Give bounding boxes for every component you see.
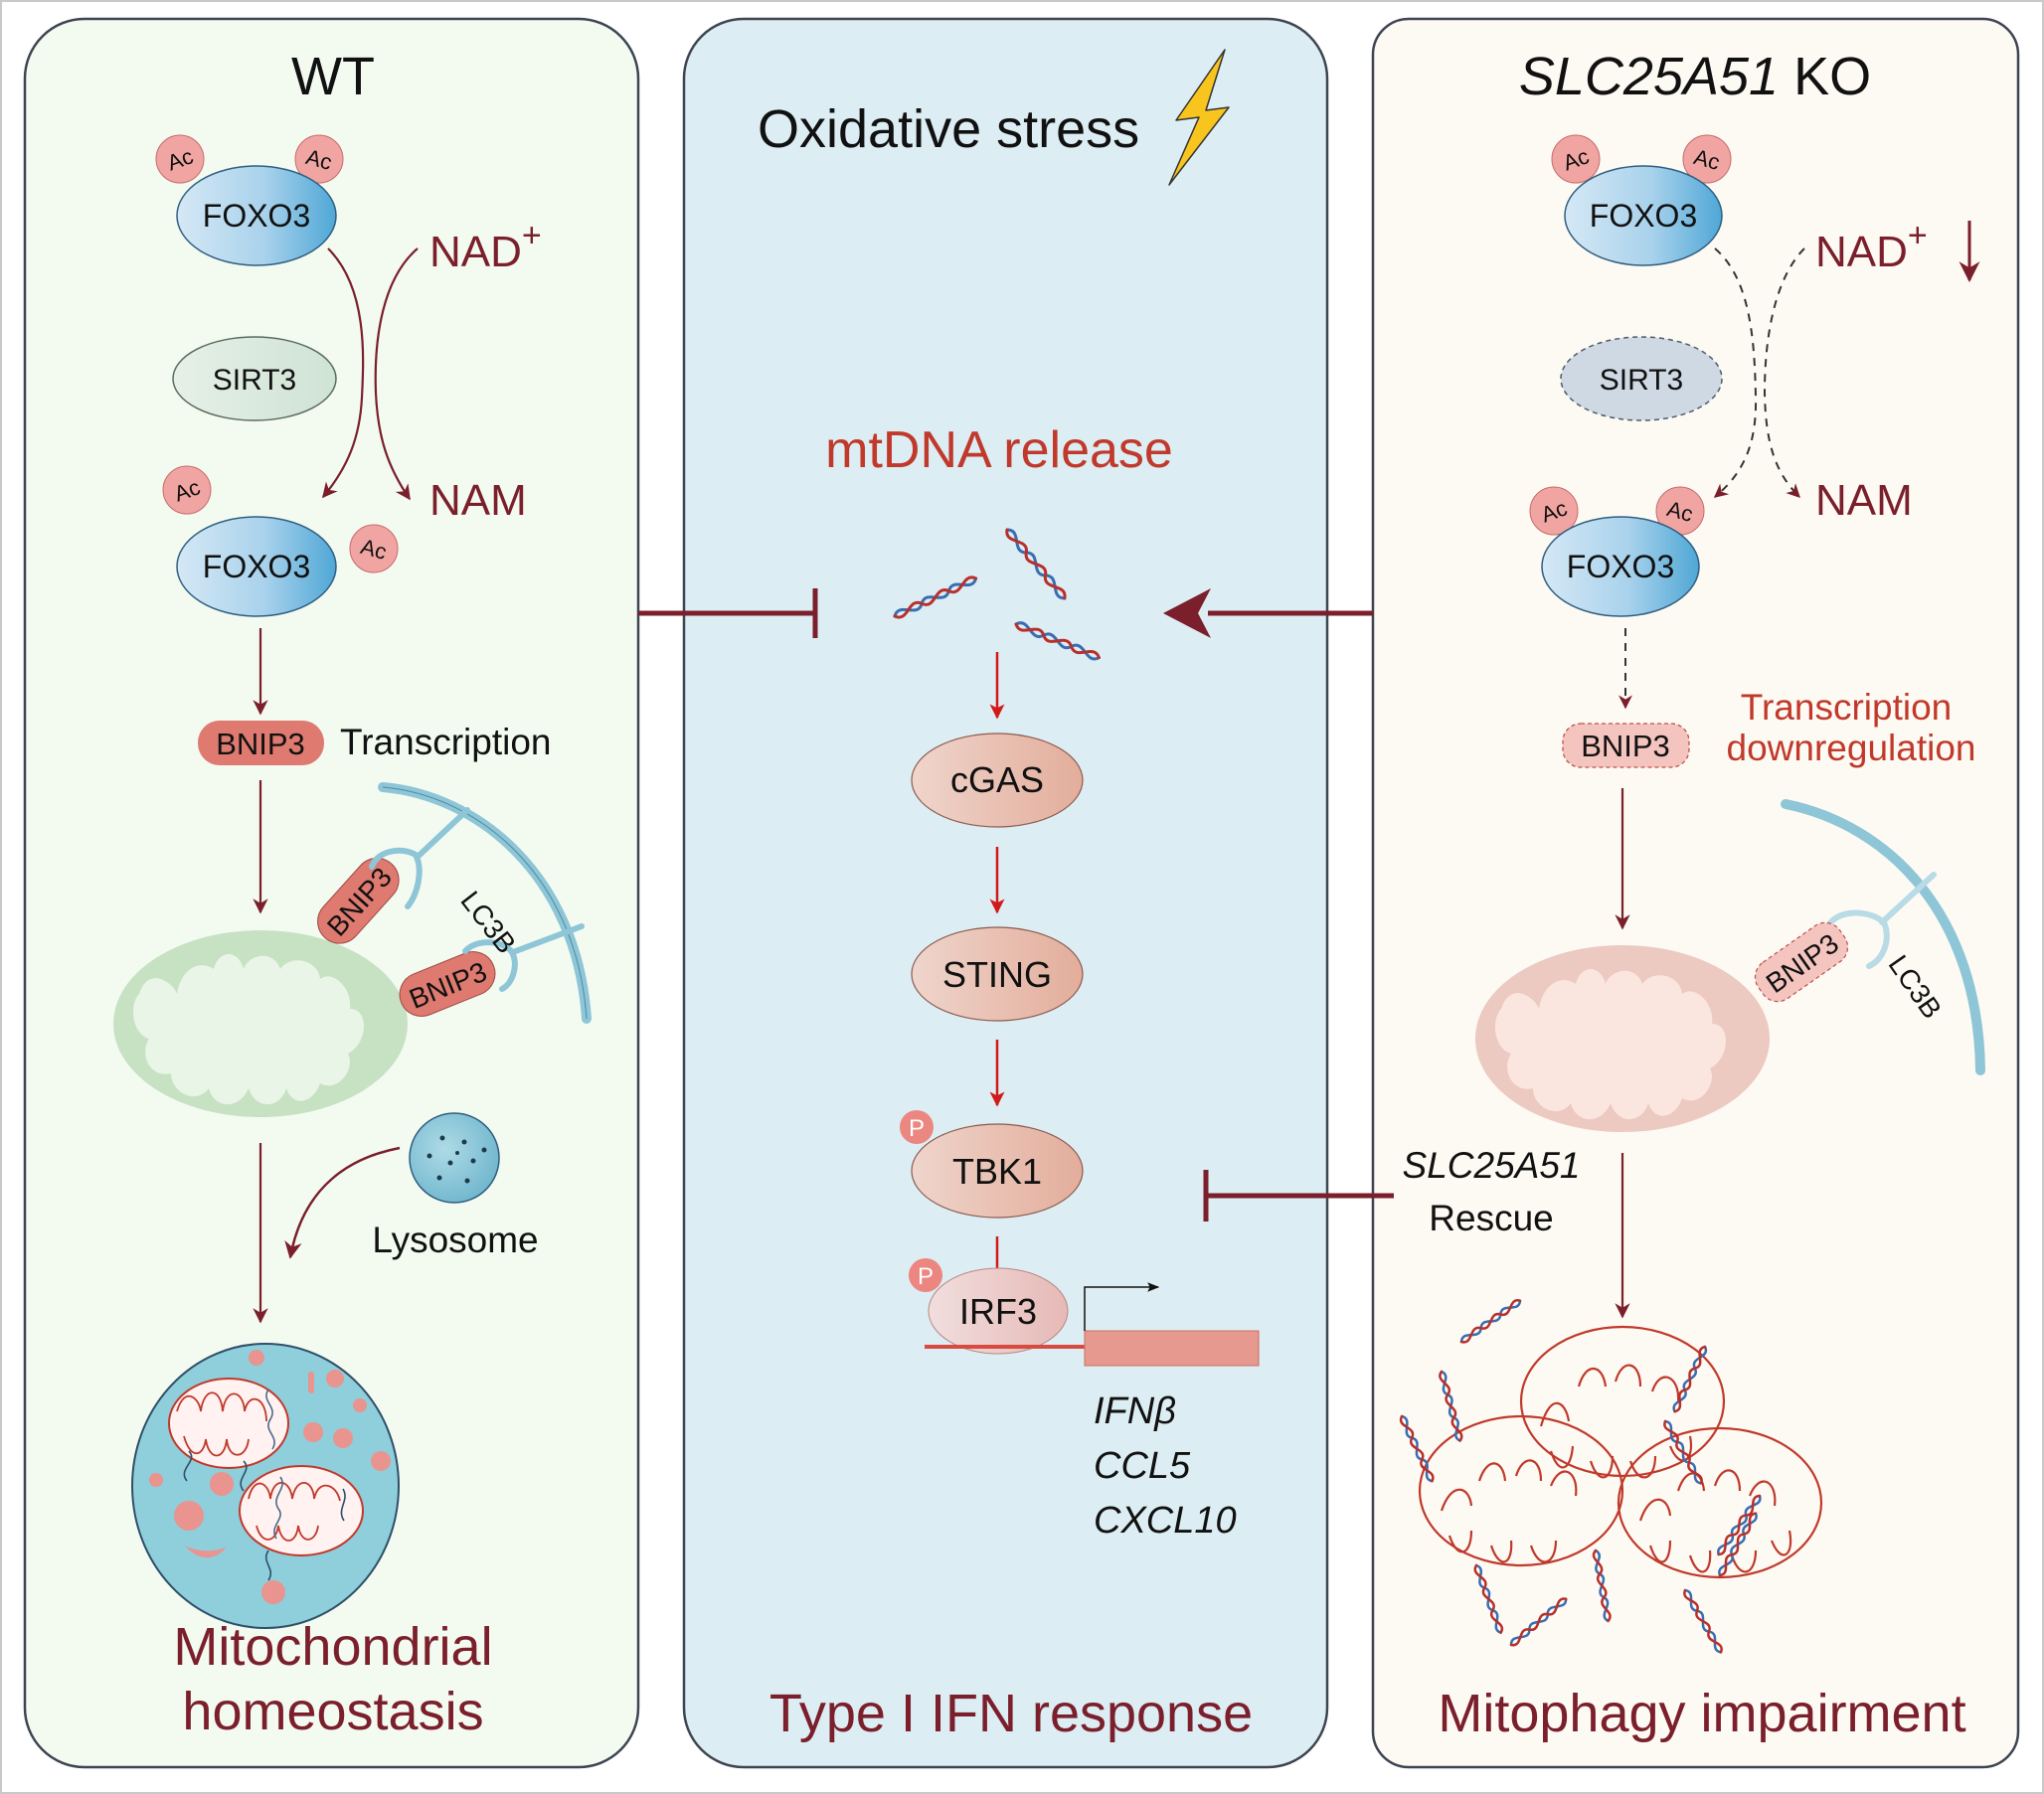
acetyl-badge xyxy=(155,134,205,184)
wt-bnip3-gene: BNIP3 xyxy=(198,721,324,765)
ko-title: SLC25A51 KO xyxy=(1519,47,1871,106)
ko-transcription-label: Transcription xyxy=(1741,687,1952,728)
ko-outcome: Mitophagy impairment xyxy=(1438,1684,1965,1743)
svg-text:TBK1: TBK1 xyxy=(952,1151,1042,1192)
ko-panel xyxy=(1371,17,2020,1769)
wt-nam: NAM xyxy=(429,476,527,525)
ko-downregulation-label: downregulation xyxy=(1727,728,1976,768)
lysosome-label: Lysosome xyxy=(372,1220,538,1260)
ko-foxo3-bottom: Ac Ac FOXO3 xyxy=(1529,486,1705,617)
wt-inhibits-mtdna xyxy=(638,588,818,638)
mtdna-fragments-icon xyxy=(893,528,1101,661)
acetyl-badge xyxy=(1682,134,1732,184)
acetyl-badge xyxy=(349,524,399,573)
svg-text:STING: STING xyxy=(942,954,1052,995)
nad-consumption-arrow xyxy=(374,247,419,501)
phospho-label: P xyxy=(909,1115,925,1142)
lysosome-fusion-arrow xyxy=(284,1146,401,1259)
ko-bnip3-gene: BNIP3 xyxy=(1562,723,1690,768)
wt-sirt3: SIRT3 xyxy=(172,336,337,421)
middle-panel xyxy=(682,17,1329,1769)
bnip3-label: BNIP3 xyxy=(216,727,305,761)
rescue-inhibits-tbk1 xyxy=(1203,1170,1394,1222)
svg-text:cGAS: cGAS xyxy=(950,759,1044,800)
ko-mitochondrion xyxy=(1475,945,1770,1132)
foxo3-label: FOXO3 xyxy=(203,549,310,584)
phospho-badge xyxy=(900,1110,934,1144)
rescue-gene-label: SLC25A51 xyxy=(1403,1145,1581,1186)
deacetylation-arrow xyxy=(322,247,365,499)
sting-node: STING xyxy=(911,926,1084,1022)
sirt3-label: SIRT3 xyxy=(213,364,296,397)
wt-foxo3-top: Ac Ac FOXO3 xyxy=(155,134,344,266)
gene-ifnb: IFNβ xyxy=(1094,1390,1176,1432)
acetyl-badge xyxy=(1529,486,1579,536)
wt-mitochondrion xyxy=(113,930,408,1117)
wt-nad: NAD+ xyxy=(429,217,542,276)
cgas-node: cGAS xyxy=(911,733,1084,828)
irf3-node: P IRF3 xyxy=(909,1258,1069,1355)
wt-title: WT xyxy=(291,47,375,106)
phospho-label: P xyxy=(918,1263,934,1290)
foxo3-label: FOXO3 xyxy=(1567,549,1674,584)
wt-foxo3-bottom: Ac Ac FOXO3 xyxy=(162,465,399,617)
foxo3-label: FOXO3 xyxy=(203,198,310,234)
rescue-label: Rescue xyxy=(1429,1198,1553,1238)
ko-promotes-mtdna xyxy=(1163,588,1373,638)
wt-outcome-line2: homeostasis xyxy=(182,1682,483,1741)
ko-nam: NAM xyxy=(1815,476,1913,525)
acetyl-badge xyxy=(1551,134,1601,184)
svg-text:IRF3: IRF3 xyxy=(959,1291,1037,1332)
wt-lc3b-connectors xyxy=(369,807,585,992)
damaged-mitochondria-cluster xyxy=(1418,1325,1823,1579)
mtdna-release-label: mtDNA release xyxy=(825,421,1173,479)
gene-ccl5: CCL5 xyxy=(1094,1445,1191,1487)
released-mtdna-icons xyxy=(1399,1299,1762,1654)
ko-nad: NAD+ xyxy=(1815,217,1928,276)
foxo3-label: FOXO3 xyxy=(1590,198,1697,234)
ko-foxo3-top: Ac Ac FOXO3 xyxy=(1551,134,1732,266)
bnip3-label: BNIP3 xyxy=(1581,729,1670,763)
gene-cxcl10: CXCL10 xyxy=(1094,1500,1237,1542)
autolysosome xyxy=(131,1343,400,1629)
phospho-badge xyxy=(909,1258,942,1292)
ko-nad-consumption-arrow-dashed xyxy=(1763,247,1805,498)
ko-lc3b-connector xyxy=(1826,872,1937,969)
wt-panel xyxy=(23,17,640,1769)
oxidative-stress-title: Oxidative stress xyxy=(758,99,1139,159)
ko-sirt3: SIRT3 xyxy=(1560,336,1723,421)
wt-outcome-line1: Mitochondrial xyxy=(173,1617,492,1677)
acetyl-badge xyxy=(162,465,212,515)
target-gene-promoter xyxy=(925,1282,1260,1367)
wt-transcription-label: Transcription xyxy=(340,722,551,762)
acetyl-badge xyxy=(294,134,344,184)
lightning-icon xyxy=(1168,49,1230,186)
sirt3-label: SIRT3 xyxy=(1600,364,1683,397)
middle-outcome: Type I IFN response xyxy=(769,1684,1253,1743)
tbk1-node: P TBK1 xyxy=(900,1110,1084,1219)
lysosome xyxy=(409,1112,500,1204)
